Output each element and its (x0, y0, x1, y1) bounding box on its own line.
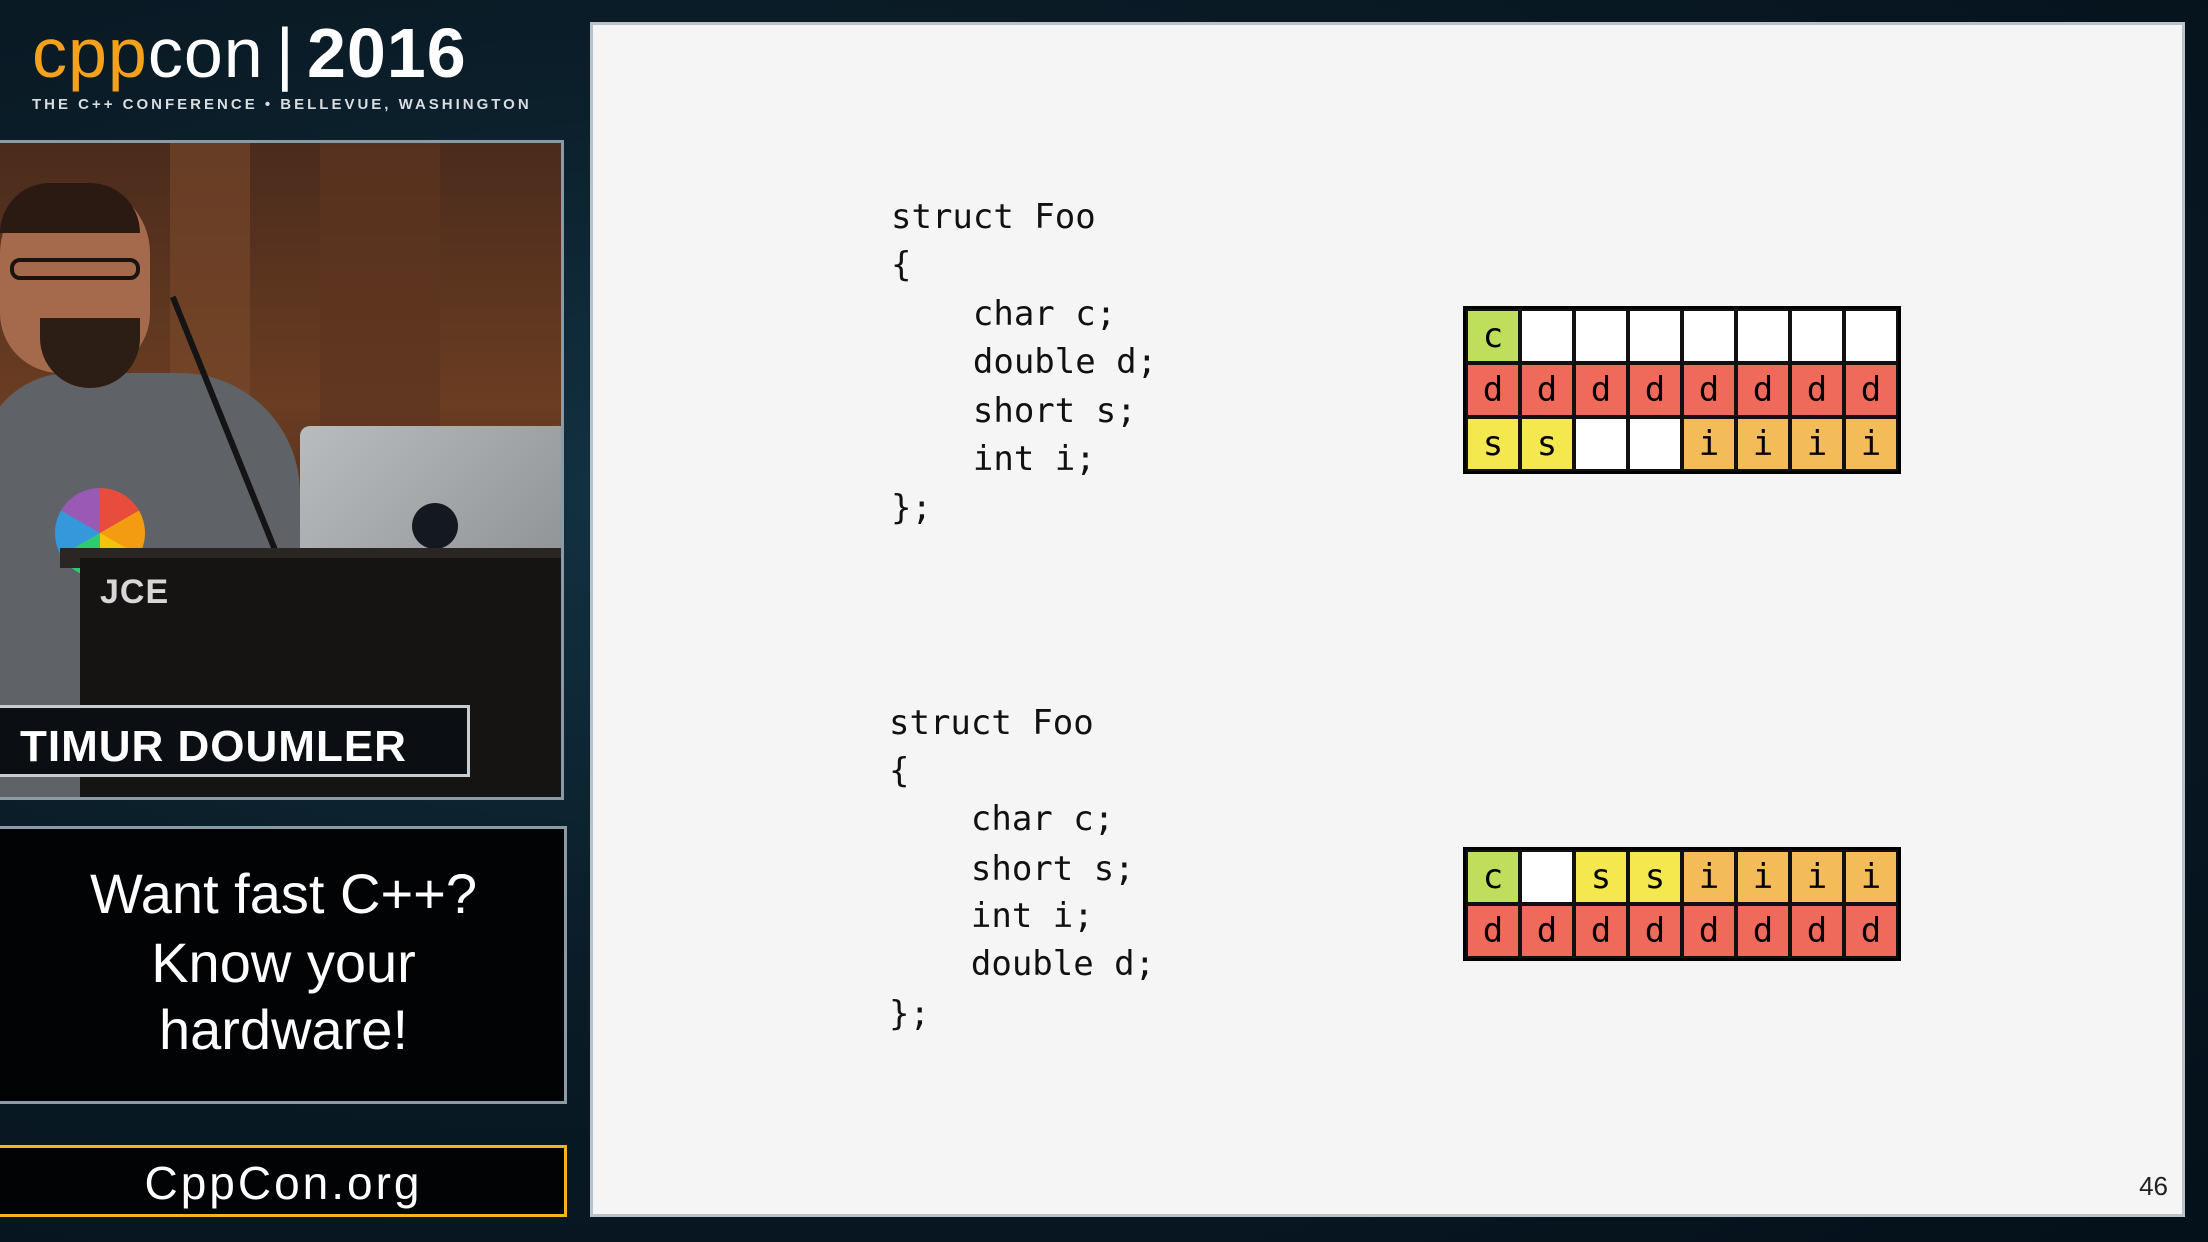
memory-byte-padding (1736, 309, 1790, 363)
talk-title-line: Want fast C++? (90, 862, 477, 925)
memory-byte-padding (1574, 417, 1628, 471)
glasses-icon (10, 258, 140, 280)
cppcon-logo: cppcon|2016 THE C++ CONFERENCE • BELLEVU… (32, 18, 552, 118)
talk-title-box: Want fast C++? Know your hardware! (0, 826, 567, 1104)
website-box: CppCon.org (0, 1145, 567, 1217)
code-line: char c; (891, 294, 1117, 334)
memory-byte-d: d (1736, 904, 1790, 958)
talk-title-line: Know your (151, 931, 416, 994)
website-url: CppCon.org (144, 1157, 423, 1209)
talk-title-line: hardware! (158, 998, 409, 1061)
laptop-sticker-icon (412, 503, 458, 549)
code-line: }; (891, 488, 932, 528)
podium-sign: JCE (100, 573, 170, 611)
memory-byte-d: d (1574, 363, 1628, 417)
memory-byte-d: d (1790, 904, 1844, 958)
code-line: }; (889, 994, 930, 1034)
code-line: char c; (889, 799, 1115, 839)
code-line: short s; (891, 391, 1137, 431)
memory-byte-s: s (1628, 850, 1682, 904)
memory-byte-i: i (1844, 417, 1898, 471)
memory-byte-d: d (1520, 363, 1574, 417)
memory-byte-d: d (1466, 904, 1520, 958)
memory-byte-d: d (1574, 904, 1628, 958)
memory-byte-padding (1628, 417, 1682, 471)
memory-byte-s: s (1574, 850, 1628, 904)
memory-byte-c: c (1466, 850, 1520, 904)
memory-byte-i: i (1736, 850, 1790, 904)
code-line: { (889, 751, 910, 791)
speaker-name: TIMUR DOUMLER (20, 722, 407, 771)
code-line: double d; (889, 944, 1156, 984)
memory-byte-i: i (1790, 417, 1844, 471)
memory-byte-d: d (1736, 363, 1790, 417)
memory-byte-s: s (1466, 417, 1520, 471)
memory-byte-padding (1628, 309, 1682, 363)
memory-byte-d: d (1790, 363, 1844, 417)
memory-byte-d: d (1844, 363, 1898, 417)
memory-byte-i: i (1844, 850, 1898, 904)
logo-cpp: cpp (32, 14, 148, 92)
memory-byte-padding (1682, 309, 1736, 363)
memory-byte-i: i (1682, 417, 1736, 471)
logo-subtitle: THE C++ CONFERENCE • BELLEVUE, WASHINGTO… (32, 96, 532, 113)
slide-page-number: 46 (2139, 1171, 2168, 1201)
memory-byte-padding (1790, 309, 1844, 363)
wall-panel (320, 143, 440, 443)
code-line: struct Foo (889, 703, 1094, 743)
code-line: short s; (889, 849, 1135, 889)
memory-byte-i: i (1790, 850, 1844, 904)
memory-byte-i: i (1736, 417, 1790, 471)
memory-byte-d: d (1628, 904, 1682, 958)
memory-byte-d: d (1682, 363, 1736, 417)
memory-byte-s: s (1520, 417, 1574, 471)
presentation-slide: struct Foo { char c; double d; short s; i… (590, 22, 2185, 1217)
logo-wordmark: cppcon|2016 (32, 18, 467, 88)
code-line: double d; (891, 342, 1158, 382)
memory-byte-padding (1520, 309, 1574, 363)
memory-byte-d: d (1844, 904, 1898, 958)
memory-byte-d: d (1520, 904, 1574, 958)
memory-byte-i: i (1682, 850, 1736, 904)
memory-byte-d: d (1682, 904, 1736, 958)
code-line: { (891, 245, 912, 285)
code-line: int i; (891, 439, 1096, 479)
code-line: int i; (889, 896, 1094, 936)
logo-con: con (147, 14, 264, 92)
speaker-name-plate: TIMUR DOUMLER (0, 705, 470, 777)
speaker-video: JCE (0, 140, 564, 800)
memory-byte-c: c (1466, 309, 1520, 363)
speaker-hair (0, 183, 140, 233)
memory-byte-padding (1574, 309, 1628, 363)
memory-byte-padding (1844, 309, 1898, 363)
logo-separator: | (275, 14, 295, 92)
logo-year: 2016 (306, 14, 467, 92)
memory-byte-d: d (1466, 363, 1520, 417)
code-line: struct Foo (891, 197, 1096, 237)
memory-byte-d: d (1628, 363, 1682, 417)
memory-byte-padding (1520, 850, 1574, 904)
